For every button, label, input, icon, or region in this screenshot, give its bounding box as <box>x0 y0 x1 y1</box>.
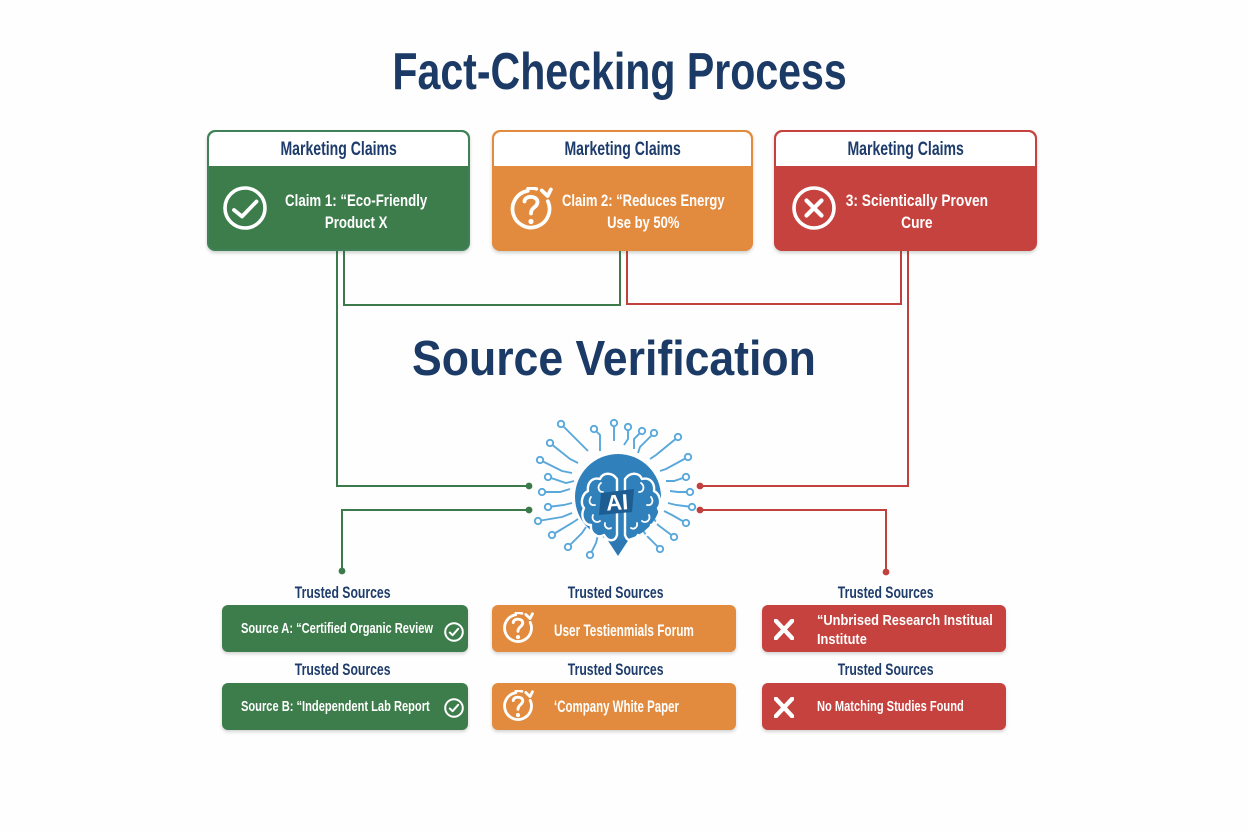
svg-text:AI: AI <box>605 489 629 515</box>
